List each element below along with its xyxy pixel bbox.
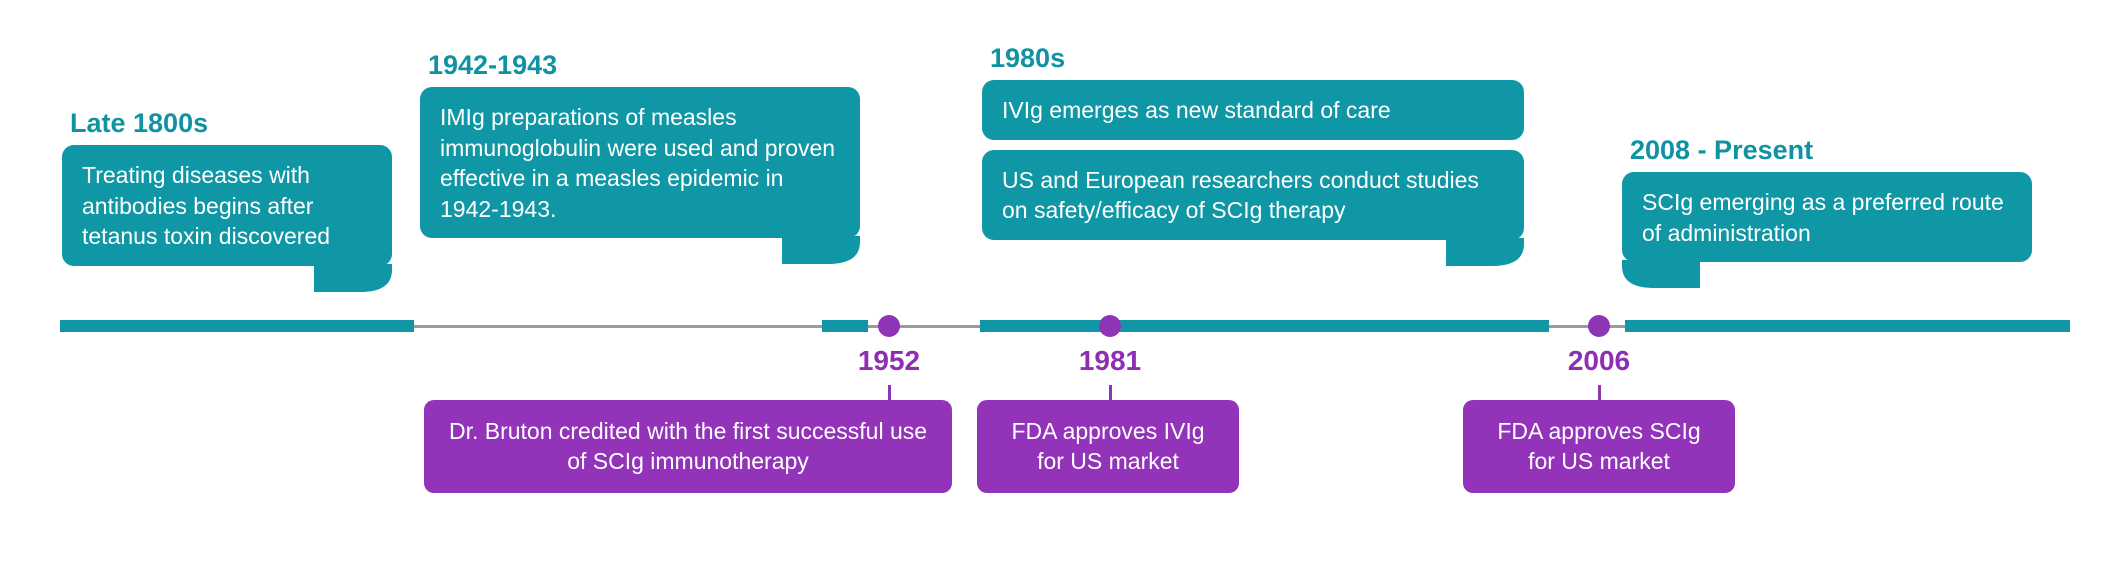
axis-segment-3 — [980, 320, 1549, 332]
event-dot-1981 — [1099, 315, 1121, 337]
event-card-text: FDA approves IVIg for US market — [1011, 418, 1205, 475]
era-card-text: SCIg emerging as a preferred route of ad… — [1642, 189, 2004, 246]
era-tail-icon — [1446, 237, 1524, 266]
era-1980s: 1980s IVIg emerges as new standard of ca… — [982, 43, 1524, 266]
era-1942-1943: 1942-1943 IMIg preparations of measles i… — [420, 50, 860, 265]
era-card-text: Treating diseases with antibodies begins… — [82, 162, 331, 250]
event-year-2006: 2006 — [1567, 345, 1631, 376]
event-dot-1952 — [878, 315, 900, 337]
event-year-1952: 1952 — [857, 345, 921, 376]
era-title-1942-1943: 1942-1943 — [428, 50, 558, 80]
event-card-1952: Dr. Bruton credited with the first succe… — [424, 400, 952, 493]
axis-segment-1 — [60, 320, 414, 332]
era-card-text: IVIg emerges as new standard of care — [1002, 97, 1391, 123]
era-title-2008-present: 2008 - Present — [1630, 135, 1814, 165]
era-card-2008-present: SCIg emerging as a preferred route of ad… — [1622, 172, 2032, 289]
event-card-1981: FDA approves IVIg for US market — [977, 400, 1239, 493]
era-card-1980s-standard-of-care: IVIg emerges as new standard of care — [982, 80, 1524, 140]
event-card-text: Dr. Bruton credited with the first succe… — [448, 418, 928, 475]
axis-segment-4 — [1625, 320, 2070, 332]
era-tail-icon — [314, 263, 392, 292]
event-dot-2006 — [1588, 315, 1610, 337]
era-card-late-1800s: Treating diseases with antibodies begins… — [62, 145, 392, 292]
era-tail-icon — [1622, 260, 1700, 289]
axis-baseline — [60, 325, 2070, 328]
era-card-1980s-research-studies: US and European researchers conduct stud… — [982, 149, 1524, 266]
era-tail-icon — [782, 236, 860, 265]
axis-segment-2 — [822, 320, 868, 332]
era-card-text: US and European researchers conduct stud… — [1002, 166, 1479, 224]
era-late-1800s: Late 1800s Treating diseases with antibo… — [62, 108, 392, 292]
event-card-2006: FDA approves SCIg for US market — [1463, 400, 1735, 493]
era-2008-present: 2008 - Present SCIg emerging as a prefer… — [1622, 135, 2032, 289]
event-card-text: FDA approves SCIg for US market — [1497, 418, 1701, 475]
era-title-late-1800s: Late 1800s — [70, 108, 209, 138]
era-card-text: IMIg preparations of measles immunoglobu… — [440, 104, 836, 222]
event-year-1981: 1981 — [1078, 345, 1142, 376]
era-card-1942-1943: IMIg preparations of measles immunoglobu… — [420, 87, 860, 265]
era-title-1980s: 1980s — [990, 43, 1066, 73]
